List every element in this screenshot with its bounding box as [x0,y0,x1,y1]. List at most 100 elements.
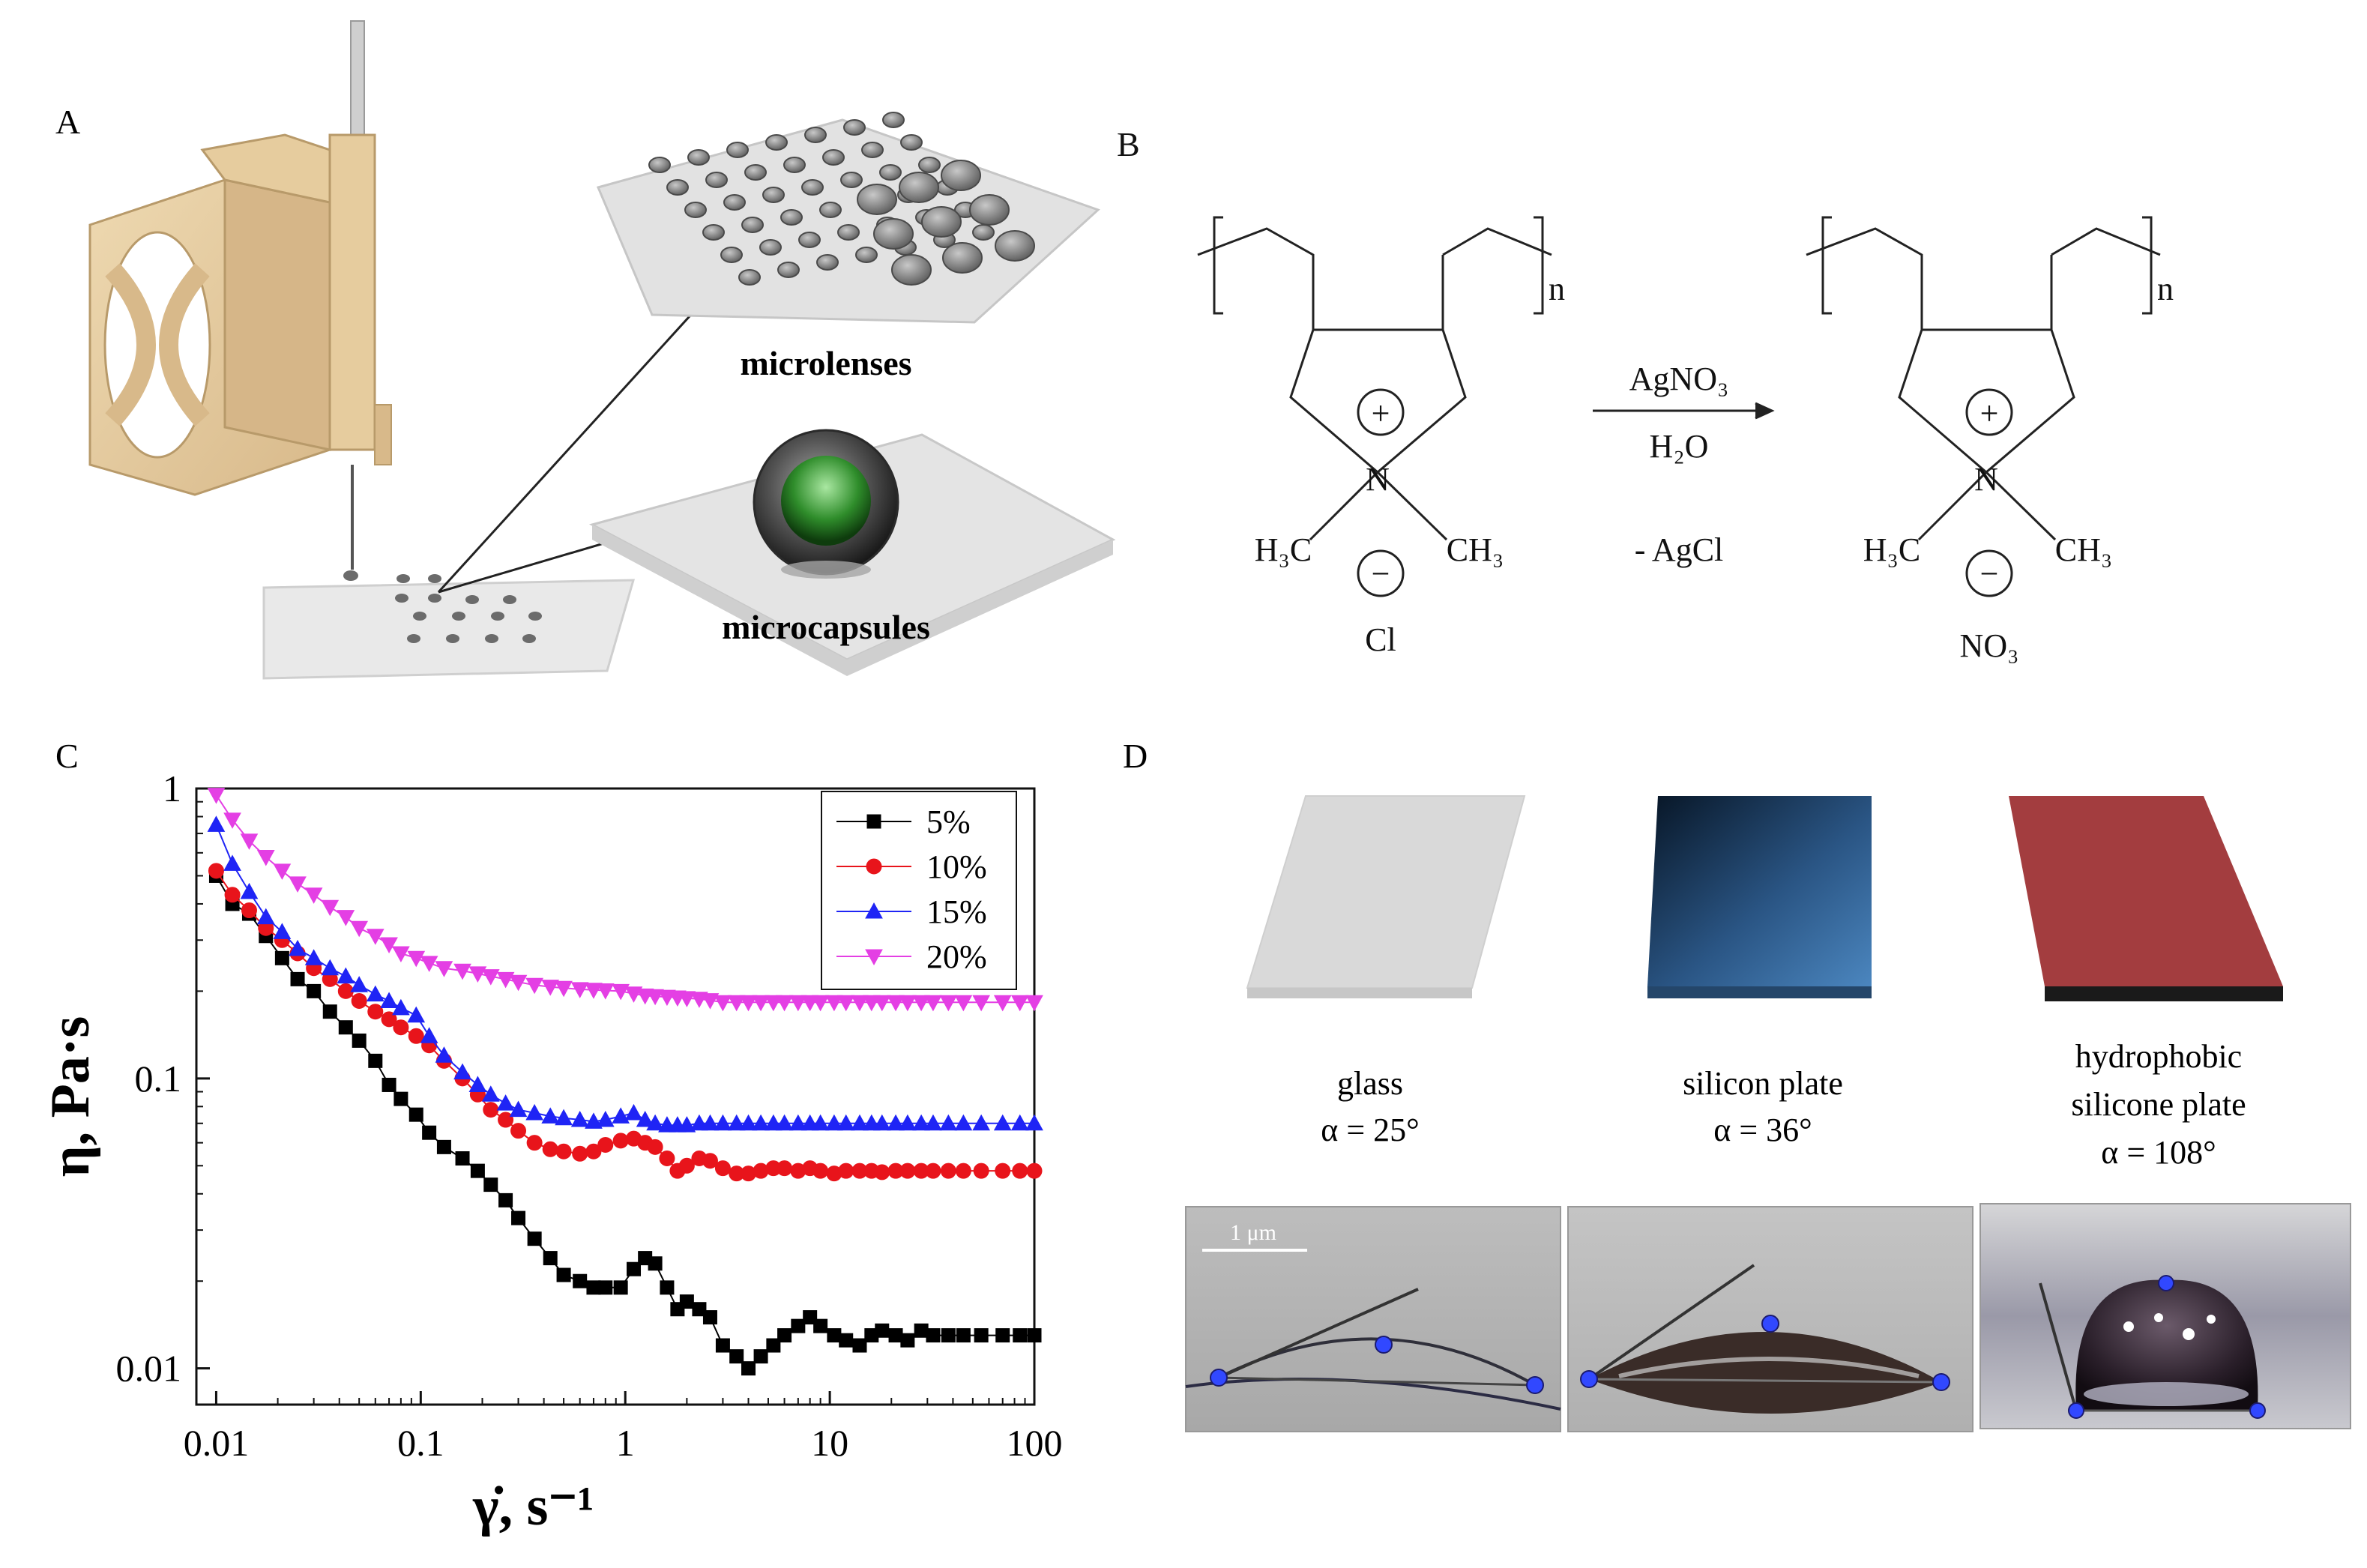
data-point [789,1114,807,1131]
legend: 5%10%15%20% [821,791,1017,990]
capsule-core [781,456,871,546]
y-axis-label: η, Pa·s [40,1016,101,1177]
data-point [974,1328,989,1343]
data-point [289,876,307,893]
data-point [570,982,589,998]
microlens-small [702,224,725,241]
microlens-large [873,218,914,250]
panel-a: A [55,20,1116,680]
data-point [289,939,307,956]
microlens-small [855,247,878,263]
microlens-small [900,134,923,151]
data-point [511,1210,526,1225]
legend-marker [865,902,883,919]
data-point [407,1006,426,1023]
data-point [872,995,891,1012]
data-point [993,995,1012,1012]
data-point [541,1107,560,1124]
data-point [766,1338,781,1353]
microlens-small [744,164,767,181]
data-point [900,1333,915,1348]
legend-label: 5% [926,803,971,840]
microcapsules-label: microcapsules [722,608,930,646]
printer-frame-illustration [88,133,392,570]
data-point [510,1123,527,1139]
microlens-small [684,202,707,218]
data-point [509,974,528,992]
data-point [679,1294,694,1309]
data-point [350,976,369,992]
data-point [290,971,305,986]
caption-silicone-angle: α = 108° [2101,1134,2216,1171]
data-point [596,1110,615,1127]
data-point [729,1349,744,1364]
data-point [585,1143,602,1160]
minus-charge-left: − [1372,555,1390,592]
data-point [925,1163,941,1179]
data-point [256,908,275,925]
scale-bar-label: 1 μm [1230,1220,1276,1245]
data-point [483,1177,498,1192]
microlens-small [723,194,746,211]
data-point [207,788,226,804]
data-point [887,1114,905,1131]
data-point [752,1114,770,1131]
microlens-large [995,230,1035,262]
substrate-silicone-tile [2009,796,2283,1001]
microlens-small [819,202,842,218]
data-point [612,1133,629,1149]
series-3 [207,788,1043,1012]
data-point [789,995,807,1012]
microlens-small [720,247,743,263]
data-point [624,1103,643,1121]
data-point [381,1011,397,1028]
microlens-small [687,149,710,166]
caption-silicon-angle: α = 36° [1713,1112,1812,1148]
data-point [408,1107,423,1122]
anion-nitrate: NO₃ [1960,627,2019,664]
data-point [304,887,323,904]
data-point [240,882,259,899]
microlens-small [741,217,764,233]
x-tick-label: 0.01 [184,1422,250,1464]
data-point [208,863,224,879]
data-point [899,1163,916,1179]
data-point [874,1164,890,1180]
data-point [839,1333,854,1348]
data-point [813,1318,828,1333]
data-point [924,1114,942,1131]
nitrogen-right: N [1974,461,1998,498]
data-point [678,991,696,1007]
x-tick-label: 10 [811,1422,848,1464]
data-point [888,1328,903,1343]
series-2 [207,815,1043,1133]
data-point [702,1153,718,1169]
microcapsules-plate [588,429,1116,676]
data-point [420,956,438,972]
data-point [481,969,500,986]
byproduct-label: - AgCl [1635,531,1724,568]
microlens-small [726,142,749,158]
microlens-large [891,254,932,286]
data-point [555,1109,573,1126]
data-point [322,1004,337,1019]
data-point [1027,1328,1042,1343]
data-point [273,923,292,939]
data-point [256,850,275,866]
data-point [483,1102,499,1118]
data-point [875,1323,890,1338]
data-point [727,995,746,1012]
data-point [586,1280,601,1295]
data-point [972,995,990,1012]
data-point [382,1077,396,1092]
microlens-large [857,184,897,215]
data-point [274,950,289,965]
data-point [765,995,783,1012]
microlens-small [798,232,821,248]
data-point [368,1053,383,1068]
methyl-left-b: CH₃ [1447,531,1504,568]
data-point [940,1163,956,1179]
repeat-subscript-right: n [2157,271,2174,307]
data-point [240,833,259,850]
